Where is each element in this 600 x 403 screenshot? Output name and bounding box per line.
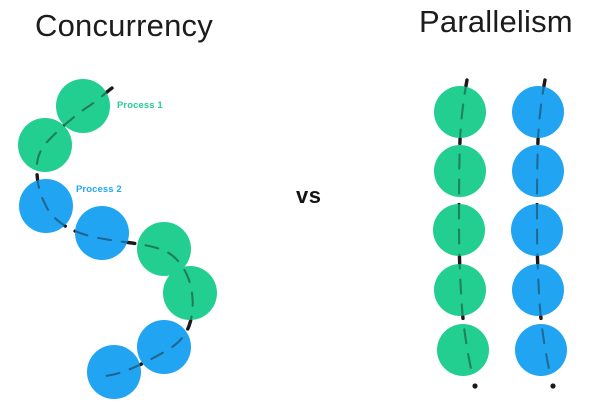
concurrency-node-8 — [87, 345, 141, 399]
parallelism-blue-node-4 — [512, 264, 564, 316]
concurrency-node-7 — [137, 320, 191, 374]
parallelism-green-end-dot — [472, 383, 478, 389]
page-title-concurrency: Concurrency — [35, 8, 213, 43]
page-title-parallelism: Parallelism — [419, 4, 573, 39]
versus-separator-label: vs — [296, 183, 322, 208]
legend-label-process-1: Process 1 — [117, 100, 163, 111]
concurrency-node-1 — [56, 79, 110, 133]
parallelism-green-node-4 — [434, 264, 486, 316]
parallelism-blue-node-2 — [512, 145, 564, 197]
concurrency-node-4 — [75, 206, 129, 260]
parallelism-green-node-3 — [433, 204, 485, 256]
parallelism-green-node-1 — [434, 86, 486, 138]
parallelism-blue-node-1 — [512, 86, 564, 138]
concurrency-thread-overlay — [35, 86, 194, 379]
concurrency-panel — [18, 79, 217, 399]
parallelism-panel — [433, 78, 567, 389]
concurrency-node-2 — [18, 118, 72, 172]
parallelism-blue-node-3 — [511, 204, 563, 256]
parallelism-blue-node-5 — [515, 324, 567, 376]
parallelism-green-node-2 — [434, 145, 486, 197]
concurrency-node-6 — [163, 266, 217, 320]
parallelism-green-node-5 — [437, 324, 489, 376]
legend-label-process-2: Process 2 — [76, 184, 122, 195]
parallelism-blue-end-dot — [550, 383, 556, 389]
concurrency-node-3 — [19, 179, 73, 233]
concurrency-node-5 — [137, 222, 191, 276]
